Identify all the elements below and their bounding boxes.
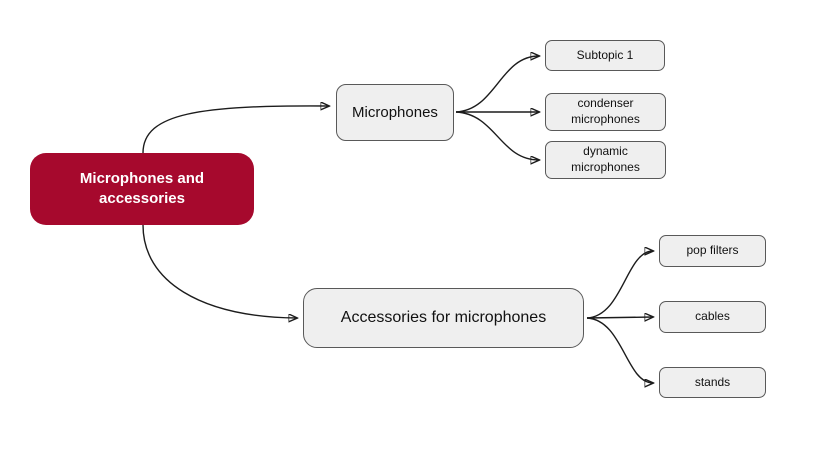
connector-microphones-to-subtopic1 (455, 56, 539, 113)
node-microphones[interactable]: Microphones (336, 84, 454, 141)
node-accessories-for-microphones-label: Accessories for microphones (340, 308, 547, 326)
node-condenser-microphones-label: condenser microphones (571, 96, 640, 126)
node-cables-label: cables (695, 309, 730, 324)
node-pop-filters-label: pop filters (686, 243, 739, 258)
node-microphones-label: Microphones (352, 103, 438, 121)
connector-accessories-to-popfilters (586, 251, 653, 319)
connector-root-to-microphones (142, 106, 329, 154)
connector-root-to-accessories (142, 224, 297, 318)
node-condenser-microphones[interactable]: condenser microphones (545, 93, 666, 131)
node-stands-label: stands (694, 374, 731, 389)
node-subtopic-1[interactable]: Subtopic 1 (545, 40, 665, 71)
node-subtopic-1-label: Subtopic 1 (576, 47, 634, 62)
node-accessories-for-microphones[interactable]: Accessories for microphones (303, 288, 584, 348)
node-root-topic[interactable]: Microphones and accessories (30, 153, 254, 225)
node-dynamic-microphones[interactable]: dynamic microphones (545, 141, 666, 179)
node-pop-filters[interactable]: pop filters (659, 235, 766, 267)
connector-accessories-to-stands (586, 317, 653, 383)
node-root-topic-label: Microphones and accessories (79, 169, 205, 207)
connector-microphones-to-dynamic (455, 111, 539, 160)
node-cables[interactable]: cables (659, 301, 766, 333)
node-dynamic-microphones-label: dynamic microphones (571, 144, 640, 174)
connector-accessories-to-cables (586, 317, 653, 318)
node-stands[interactable]: stands (659, 367, 766, 398)
